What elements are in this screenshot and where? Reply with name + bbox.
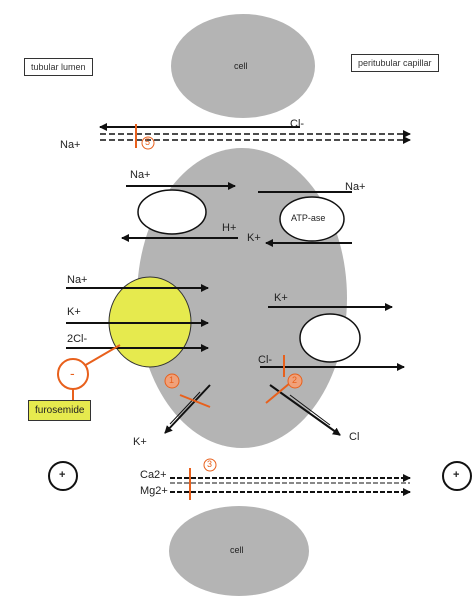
na-top-label: Na+ bbox=[60, 139, 81, 151]
k-atpase-label: K+ bbox=[247, 232, 261, 244]
na-atpase-label: Na+ bbox=[345, 181, 366, 193]
plus-circle-left bbox=[48, 461, 78, 491]
atpase-label: ATP-ase bbox=[291, 213, 326, 223]
leak-cl-line-b bbox=[289, 394, 331, 426]
leak-cl-label: Cl bbox=[349, 431, 360, 443]
nkcc-2cl-label: 2Cl- bbox=[67, 333, 88, 345]
cell-bottom-label: cell bbox=[230, 545, 244, 555]
marker-3-circle bbox=[203, 458, 217, 472]
baso-cl-label: Cl- bbox=[258, 354, 273, 366]
leak-k-label: K+ bbox=[133, 436, 147, 448]
peritubular-capillary-label: peritubular capillar bbox=[351, 54, 439, 72]
leak-k-arrow bbox=[164, 384, 211, 434]
marker-2-circle bbox=[287, 373, 303, 389]
marker-1-label: 1 bbox=[169, 375, 175, 385]
minus-label: - bbox=[70, 365, 75, 381]
h-plus-label: H+ bbox=[222, 222, 237, 234]
exchanger-shape bbox=[137, 189, 207, 235]
nkcc-na-label: Na+ bbox=[67, 274, 88, 286]
atpase-shape bbox=[279, 196, 345, 242]
inhibit-mark-2 bbox=[265, 382, 291, 404]
marker-5-circle bbox=[141, 136, 155, 150]
mg-label: Mg2+ bbox=[140, 485, 168, 497]
cl-top-label: Cl- bbox=[290, 118, 305, 130]
furosemide-label: furosemide bbox=[28, 400, 92, 421]
baso-k-label: K+ bbox=[274, 292, 288, 304]
inhibit-mark-1 bbox=[179, 394, 211, 408]
plus-left-label: + bbox=[59, 469, 66, 481]
plus-circle-right bbox=[442, 461, 472, 491]
leak-cl-arrow bbox=[269, 384, 341, 436]
cell-bottom-shape bbox=[169, 506, 309, 596]
nkcc-k-label: K+ bbox=[67, 306, 81, 318]
leak-k-line-b bbox=[169, 391, 201, 425]
cell-top-shape bbox=[171, 14, 315, 118]
na-exchanger-label: Na+ bbox=[130, 169, 151, 181]
cell-top-label: cell bbox=[234, 61, 248, 71]
marker-5-label: 5 bbox=[145, 137, 151, 147]
baso-channel-shape bbox=[299, 313, 361, 363]
plus-right-label: + bbox=[453, 469, 460, 481]
marker-1-circle bbox=[164, 373, 180, 389]
marker-3-label: 3 bbox=[207, 459, 213, 469]
tubular-lumen-label: tubular lumen bbox=[24, 58, 93, 76]
marker-2-label: 2 bbox=[292, 375, 298, 385]
ca-label: Ca2+ bbox=[140, 469, 167, 481]
